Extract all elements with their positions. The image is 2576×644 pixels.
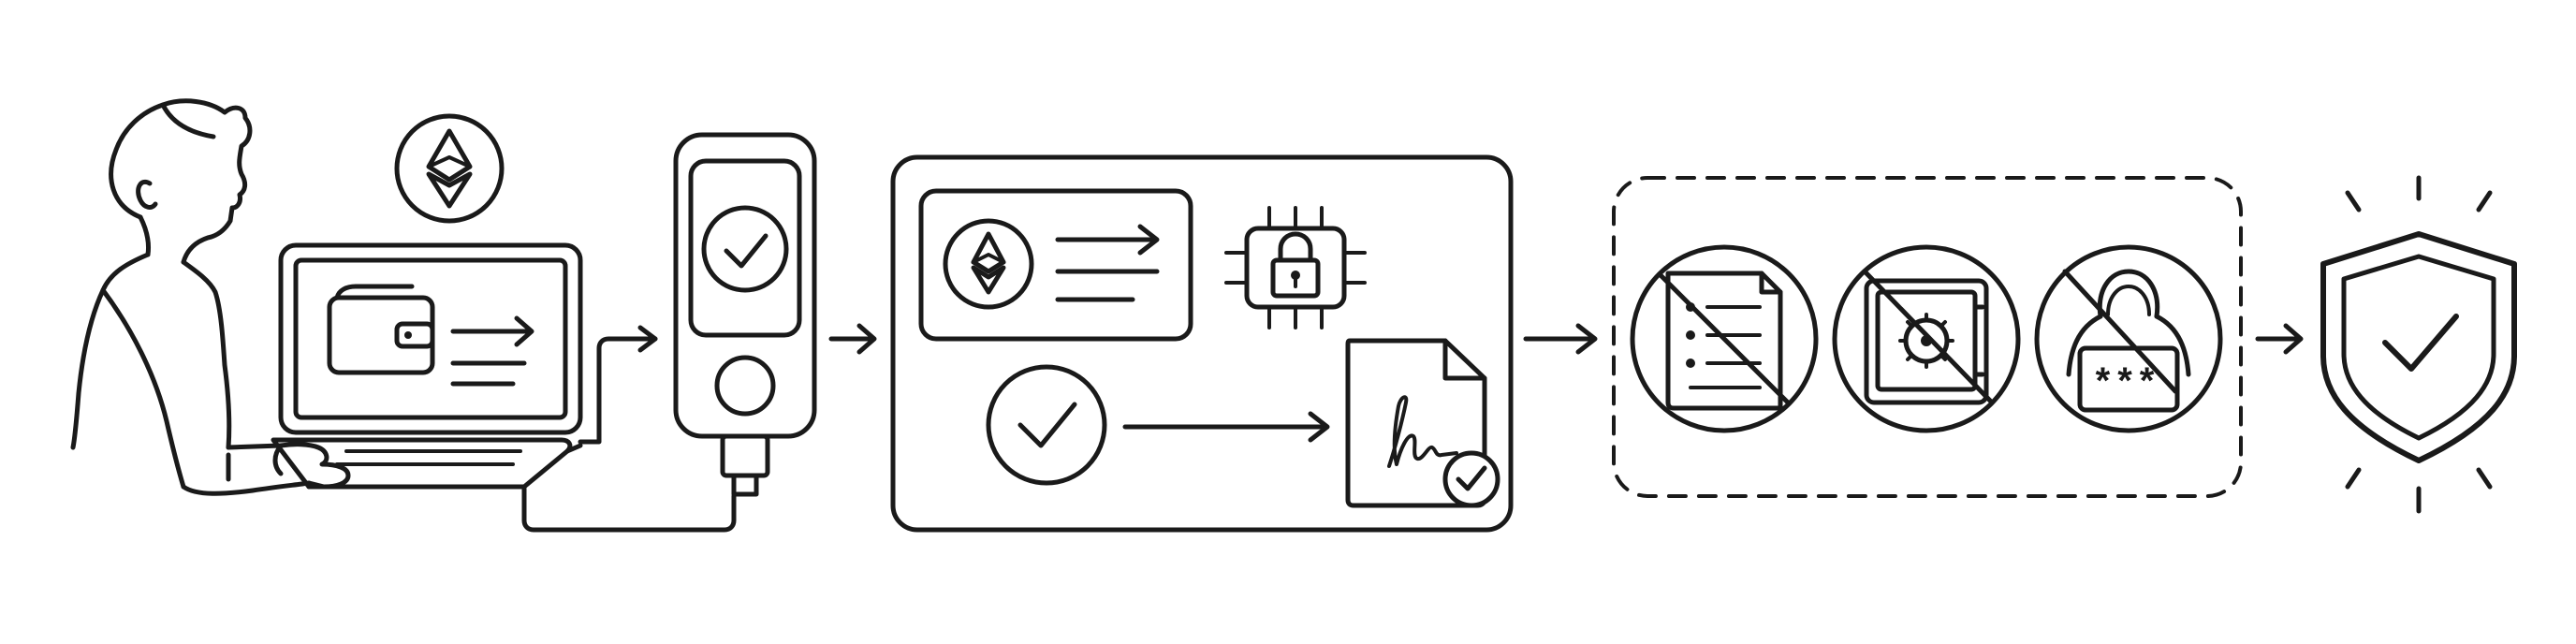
no-hacker-icon: *** (2034, 244, 2223, 433)
arrow-icon (1122, 411, 1330, 443)
arrow-icon (2255, 323, 2304, 355)
hacker-password-mask: *** (2096, 360, 2162, 402)
ethereum-icon (394, 113, 505, 224)
secure-signing-panel (890, 154, 1514, 533)
shield-check-icon (2320, 175, 2517, 514)
laptop-icon (271, 242, 583, 490)
check-icon (986, 364, 1107, 486)
arrow-icon (1523, 323, 1598, 355)
secure-chip-icon (1224, 206, 1367, 329)
lock-icon (1270, 231, 1321, 299)
usb-cable-icon (521, 325, 737, 533)
hardware-wallet-device-icon (673, 132, 817, 497)
no-paper-document-icon (1630, 244, 1819, 433)
no-safe-icon (1832, 244, 2021, 433)
signed-document-icon (1345, 338, 1500, 508)
person-icon (70, 98, 351, 496)
threats-dashed-frame (1612, 176, 2243, 498)
arrow-icon (828, 323, 877, 355)
ethereum-transaction-card-icon (918, 188, 1193, 342)
wallet-icon (327, 284, 534, 387)
